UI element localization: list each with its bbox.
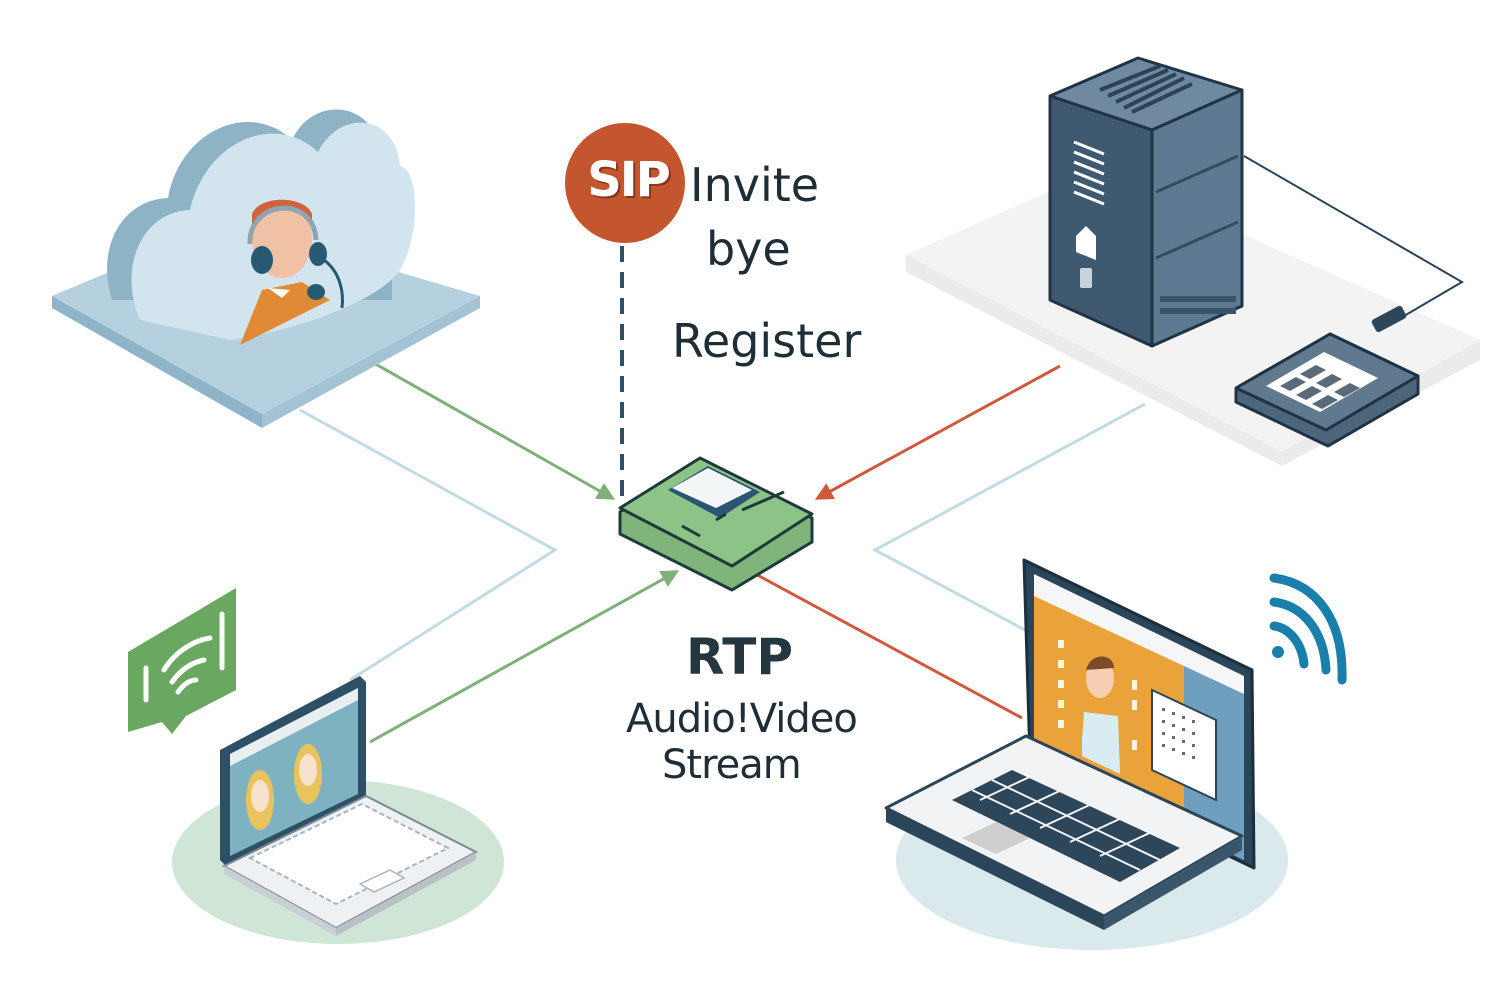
keyboard — [952, 770, 1180, 882]
link-server-to-laptop-right — [871, 402, 1146, 632]
laptop-right-node — [884, 558, 1347, 950]
laptop-left-node — [128, 588, 504, 944]
rtp-subtitle-line2: Stream — [662, 742, 802, 788]
link-gateway-to-laptop-right — [747, 568, 1023, 720]
wifi-icon — [1269, 573, 1347, 685]
sip-message-bye: bye — [706, 222, 791, 276]
links — [299, 246, 1146, 744]
video-participant — [1082, 656, 1120, 774]
gateway-router-icon — [618, 456, 814, 592]
keypad-icon — [1234, 332, 1420, 448]
chat-document-window — [1151, 688, 1217, 802]
server-node — [906, 56, 1480, 466]
sip-badge — [565, 123, 685, 243]
laptop-icon — [884, 558, 1256, 930]
sip-badge-label: SIP — [587, 152, 671, 208]
keyboard — [247, 802, 451, 906]
touchpad — [962, 822, 1030, 854]
server-tower-icon — [1048, 56, 1244, 348]
sip-message-register: Register — [672, 314, 862, 368]
link-cloud-to-gateway — [371, 360, 616, 500]
laptop-icon — [220, 676, 479, 936]
headset-agent-icon — [240, 199, 344, 345]
sip-message-invite: Invite — [690, 158, 820, 212]
link-server-to-gateway — [814, 364, 1061, 500]
usb-dongle-icon — [1371, 305, 1407, 333]
link-cloud-to-laptop-left — [299, 408, 558, 682]
rtp-subtitle-line1: Audio!Video — [626, 696, 858, 742]
touchpad — [358, 869, 406, 893]
cloud-agent-node — [52, 109, 480, 428]
server-cable — [1243, 155, 1464, 317]
chat-wifi-icon — [128, 588, 236, 734]
rtp-title: RTP — [686, 628, 794, 686]
link-laptop-left-to-gateway — [369, 570, 680, 744]
